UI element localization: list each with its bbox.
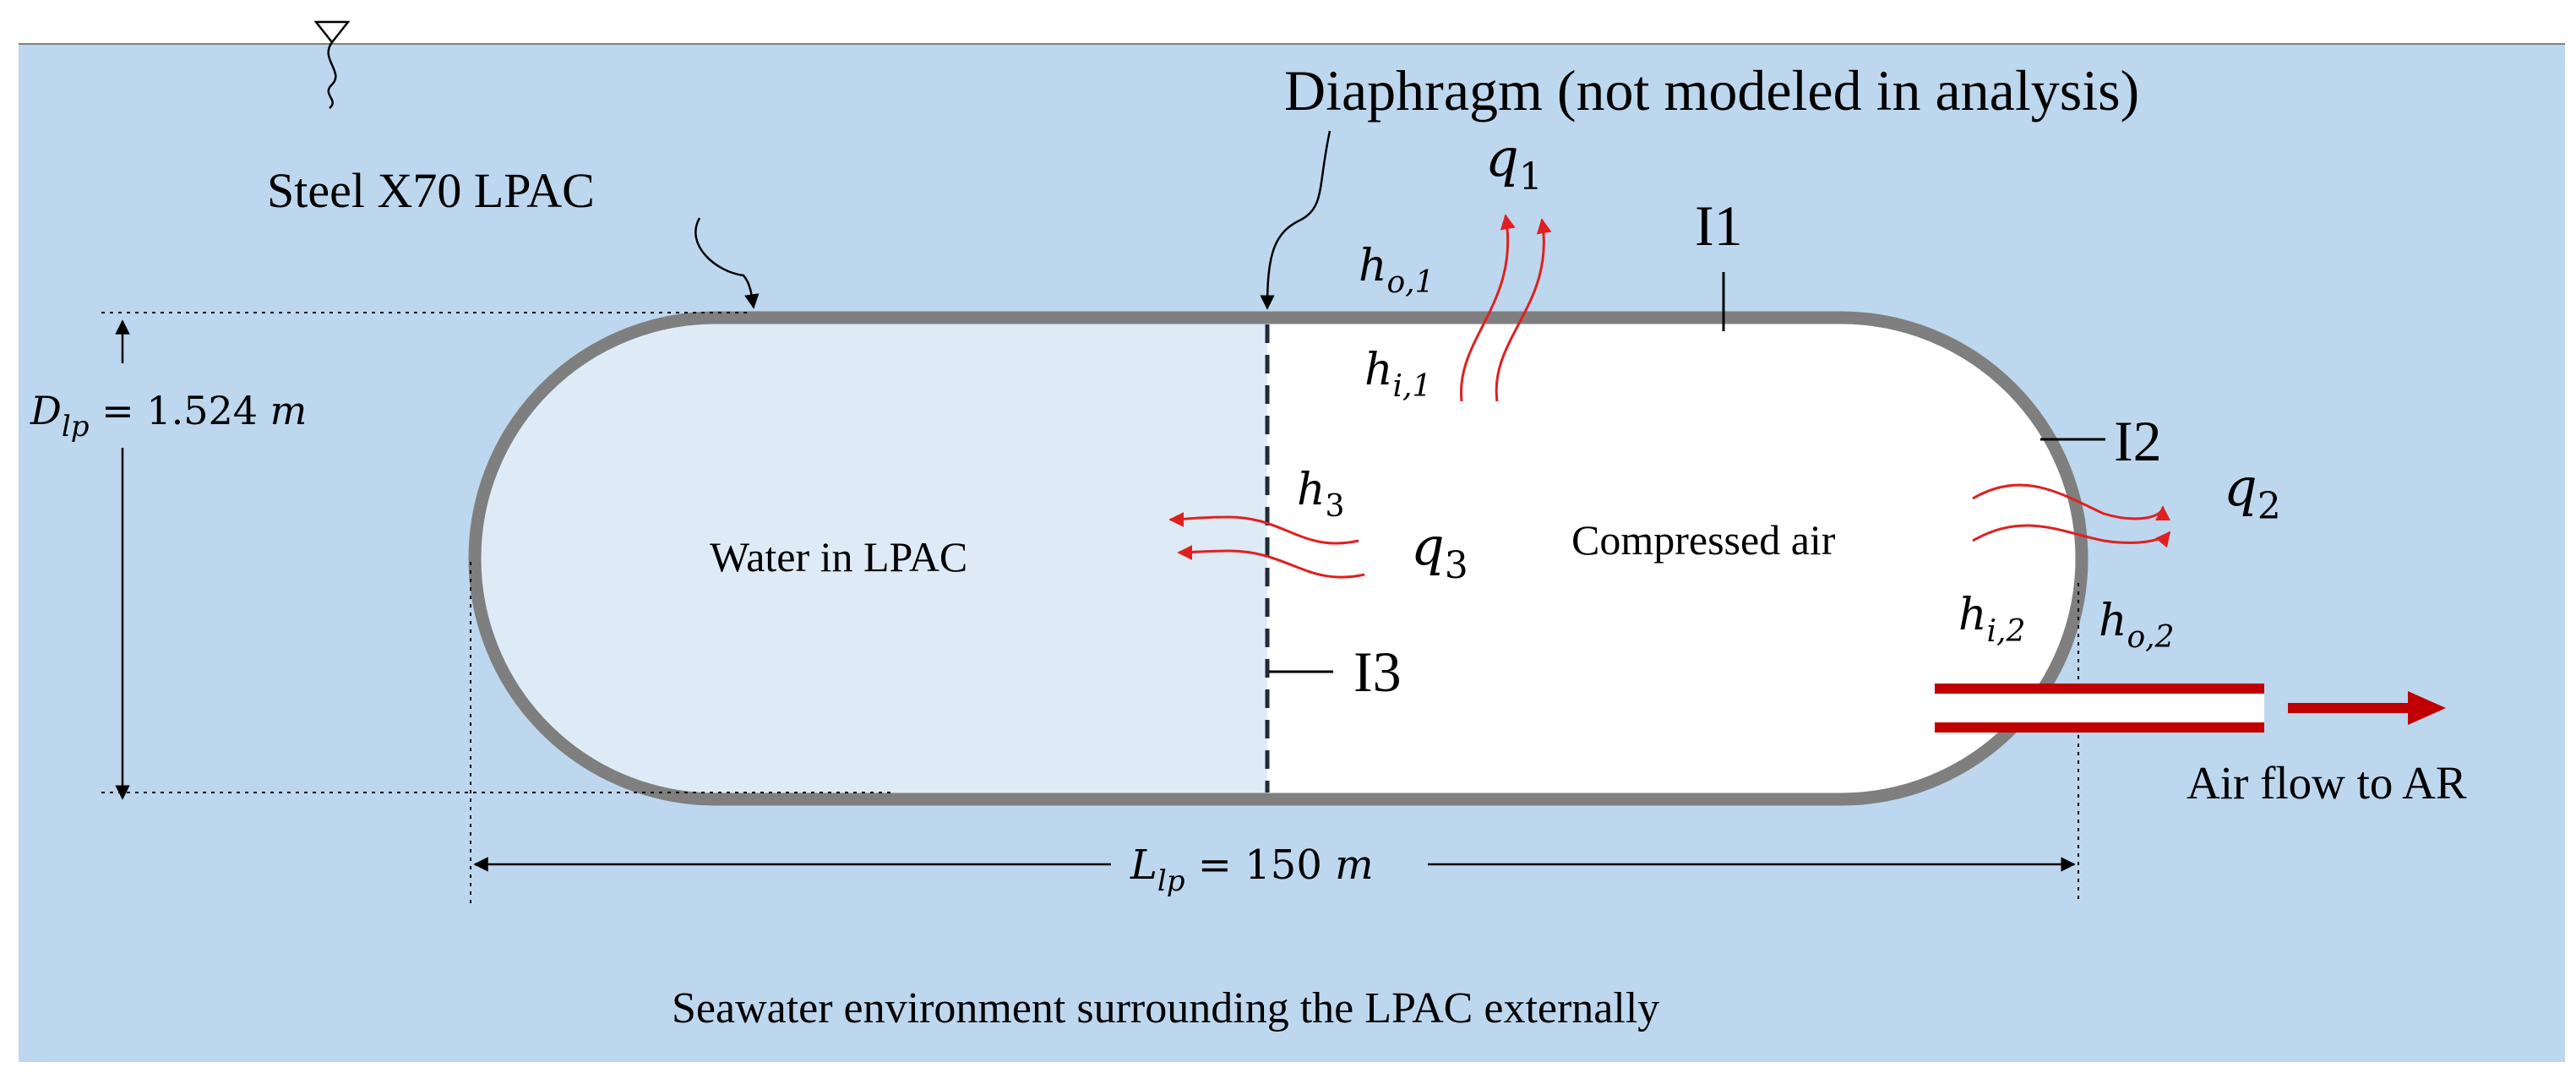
diameter-label: Dlp = 1.524 m — [30, 388, 307, 444]
water-label: Water in LPAC — [710, 533, 967, 580]
compressed-air-label: Compressed air — [1571, 516, 1836, 564]
air-flow-label: Air flow to AR — [2187, 757, 2467, 809]
ho2-symbol: ho,2 — [2099, 596, 2175, 655]
length-dimension — [470, 562, 2079, 904]
water-region — [475, 318, 1267, 799]
h3-symbol: h3 — [1297, 465, 1344, 524]
diaphragm-label: Diaphragm (not modeled in analysis) — [1284, 58, 2139, 123]
steel-leader — [694, 217, 760, 309]
diaphragm-leader — [1260, 130, 1332, 310]
steel-pipe-wall — [468, 311, 2089, 806]
heat-flux-q2-arrows — [1972, 483, 2171, 548]
environment-label: Seawater environment surrounding the LPA… — [672, 984, 1659, 1032]
air-outlet-pipe — [1935, 684, 2264, 733]
steel-label: Steel X70 LPAC — [267, 163, 595, 218]
interface-i1-label: I1 — [1695, 193, 1743, 258]
q1-symbol: q1 — [1485, 127, 1543, 199]
heat-flux-q1-arrows — [1459, 214, 1552, 402]
heat-flux-q3-arrows — [1168, 511, 1365, 579]
interface-i2-label: I2 — [2114, 409, 2162, 473]
hi2-symbol: hi,2 — [1958, 590, 2025, 649]
length-label: Llp = 150 m — [1130, 842, 1374, 898]
hi1-symbol: hi,1 — [1364, 345, 1431, 404]
q3-symbol: q3 — [1411, 515, 1468, 587]
diameter-dimension — [101, 312, 896, 800]
ho1-symbol: ho,1 — [1359, 241, 1435, 300]
interface-i3-label: I3 — [1353, 640, 1402, 704]
water-surface-triangle-icon — [313, 20, 351, 109]
q2-symbol: q2 — [2224, 456, 2281, 528]
arrow-right-icon — [2288, 691, 2446, 725]
